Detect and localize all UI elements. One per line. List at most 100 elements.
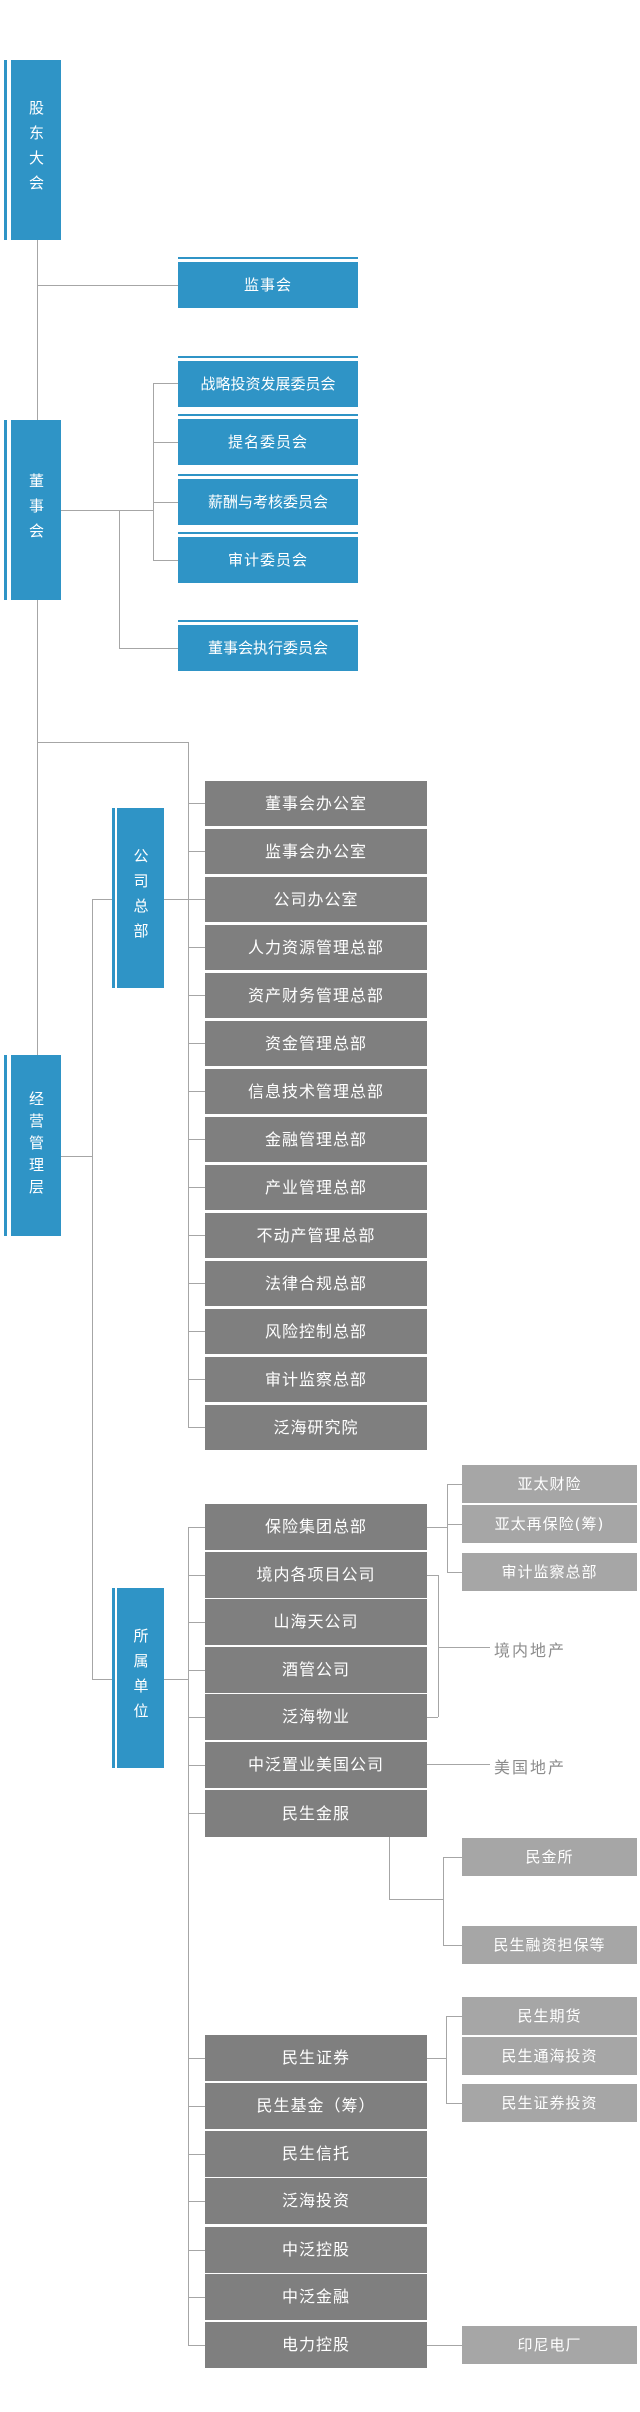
- connector-line: [37, 240, 38, 420]
- dept-box-0: 董事会办公室: [205, 781, 427, 826]
- connector-line: [188, 1622, 205, 1623]
- connector-line: [427, 2345, 462, 2346]
- dept-box-7: 金融管理总部: [205, 1117, 427, 1162]
- dept-box-4: 资产财务管理总部: [205, 973, 427, 1018]
- connector-line: [119, 510, 120, 648]
- connector-line: [447, 1572, 462, 1573]
- finance-sub-box-1: 民生融资担保等: [462, 1926, 637, 1964]
- affiliate-box-0: 保险集团总部: [205, 1504, 427, 1550]
- connector-line: [188, 947, 205, 948]
- connector-line: [153, 560, 178, 561]
- connector-line: [37, 742, 188, 743]
- connector-line: [188, 2297, 205, 2298]
- connector-line: [447, 1524, 462, 1525]
- connector-line: [188, 1043, 205, 1044]
- connector-line: [446, 2016, 462, 2017]
- accent-stripe: [178, 356, 358, 358]
- insurance-sub-box-1: 亚太再保险(筹): [462, 1505, 637, 1543]
- node-supervisory-board: 监事会: [178, 262, 358, 308]
- dept-box-11: 风险控制总部: [205, 1309, 427, 1354]
- connector-line: [188, 1670, 205, 1671]
- label-domestic-real-estate: 境内地产: [494, 1641, 567, 1660]
- accent-stripe: [178, 414, 358, 416]
- connector-line: [188, 1527, 205, 1528]
- connector-line: [188, 803, 205, 804]
- connector-line: [164, 1679, 188, 1680]
- connector-line: [188, 2106, 205, 2107]
- connector-line: [427, 1575, 438, 1576]
- connector-line: [153, 502, 178, 503]
- affiliate-box-4: 泛海物业: [205, 1694, 427, 1740]
- label-us-real-estate: 美国地产: [494, 1758, 567, 1777]
- connector-line: [443, 1857, 444, 1945]
- affiliate-box-5: 中泛置业美国公司: [205, 1742, 427, 1788]
- affiliate-box-1: 境内各项目公司: [205, 1552, 427, 1598]
- connector-line: [164, 899, 188, 900]
- connector-line: [188, 851, 205, 852]
- connector-line: [427, 1764, 490, 1765]
- connector-line: [427, 2058, 446, 2059]
- connector-line: [188, 1575, 205, 1576]
- node-committee-strategy: 战略投资发展委员会: [178, 361, 358, 407]
- securities-sub-box-0: 民生期货: [462, 1997, 637, 2035]
- accent-stripe: [178, 257, 358, 259]
- accent-stripe: [178, 474, 358, 476]
- node-board-of-directors: 董事会: [11, 420, 61, 600]
- connector-line: [188, 2154, 205, 2155]
- accent-stripe: [178, 532, 358, 534]
- dept-box-8: 产业管理总部: [205, 1165, 427, 1210]
- dept-box-12: 审计监察总部: [205, 1357, 427, 1402]
- dept-box-10: 法律合规总部: [205, 1261, 427, 1306]
- dept-box-1: 监事会办公室: [205, 829, 427, 874]
- connector-line: [119, 648, 178, 649]
- connector-line: [188, 1427, 205, 1428]
- connector-line: [188, 1091, 205, 1092]
- connector-line: [389, 1899, 443, 1900]
- connector-line: [61, 1156, 92, 1157]
- insurance-sub-box-0: 亚太财险: [462, 1465, 637, 1503]
- bottom-unit-box-2: 民生信托: [205, 2131, 427, 2177]
- connector-line: [447, 1484, 462, 1485]
- connector-line: [188, 742, 189, 1427]
- node-committee-remuneration: 薪酬与考核委员会: [178, 479, 358, 525]
- bottom-unit-box-0: 民生证券: [205, 2035, 427, 2081]
- bottom-unit-box-1: 民生基金（筹）: [205, 2083, 427, 2129]
- dept-box-5: 资金管理总部: [205, 1021, 427, 1066]
- connector-line: [188, 2345, 205, 2346]
- insurance-sub-box-2: 审计监察总部: [462, 1553, 637, 1591]
- affiliate-box-6: 民生金服: [205, 1790, 427, 1837]
- connector-line: [446, 2103, 462, 2104]
- connector-line: [188, 2250, 205, 2251]
- connector-line: [188, 1379, 205, 1380]
- accent-stripe: [112, 808, 115, 988]
- connector-line: [188, 1331, 205, 1332]
- node-headquarters: 公司总部: [117, 808, 164, 988]
- accent-stripe: [4, 60, 7, 240]
- connector-line: [438, 1647, 490, 1648]
- connector-line: [153, 383, 178, 384]
- connector-line: [92, 1679, 112, 1680]
- connector-line: [438, 1575, 439, 1717]
- connector-line: [188, 2201, 205, 2202]
- connector-line: [188, 995, 205, 996]
- connector-line: [427, 1717, 438, 1718]
- connector-line: [446, 2016, 447, 2103]
- connector-line: [188, 1717, 205, 1718]
- connector-line: [443, 1945, 462, 1946]
- affiliate-box-3: 酒管公司: [205, 1647, 427, 1693]
- connector-line: [92, 899, 112, 900]
- connector-line: [92, 899, 93, 1679]
- bottom-unit-box-6: 电力控股: [205, 2322, 427, 2368]
- bottom-unit-box-3: 泛海投资: [205, 2178, 427, 2224]
- connector-line: [37, 285, 178, 286]
- securities-sub-box-1: 民生通海投资: [462, 2037, 637, 2075]
- connector-line: [61, 510, 153, 511]
- dept-box-9: 不动产管理总部: [205, 1213, 427, 1258]
- connector-line: [153, 442, 178, 443]
- power-sub-box-0: 印尼电厂: [462, 2326, 637, 2364]
- connector-line: [389, 1837, 390, 1899]
- connector-line: [37, 600, 38, 1055]
- connector-line: [188, 1235, 205, 1236]
- node-management-layer: 经营管理层: [11, 1055, 61, 1236]
